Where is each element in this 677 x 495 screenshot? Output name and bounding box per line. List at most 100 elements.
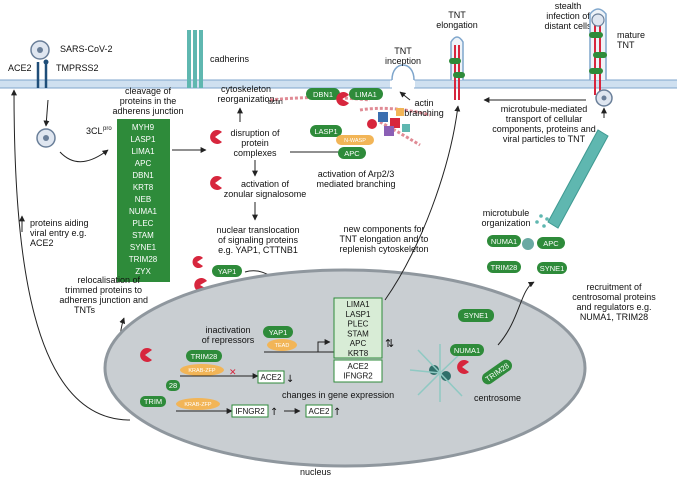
ace2-receptor-label: ACE2 [8,63,32,73]
cytoskeleton-label: cytoskeleton reorganization [217,84,274,104]
svg-text:ACE2: ACE2 [261,373,282,382]
svg-text:protein: protein [241,138,269,148]
svg-text:TNT: TNT [448,10,466,20]
svg-text:NUMA1: NUMA1 [454,346,480,355]
gene-item: NEB [135,195,151,204]
protein-list-box [117,119,170,282]
svg-text:TNT: TNT [394,46,412,56]
mature-tnt-label: mature TNT [617,30,645,50]
gene-item: MYH9 [132,123,155,132]
transported-virus-icon [595,89,613,107]
svg-text:NUMA1, TRIM28: NUMA1, TRIM28 [580,312,648,322]
svg-text:actin: actin [414,98,433,108]
svg-text:proteins aiding: proteins aiding [30,218,89,228]
protease-pacman-icon-3 [210,176,222,191]
actin-label: actin [268,99,283,106]
actin-branching-label: actin branching [404,98,444,118]
nuclear-gene-list-2-box [333,359,383,383]
gene-item: APC [135,159,152,168]
svg-text:zonular signalosome: zonular signalosome [224,189,307,199]
svg-text:TNTs: TNTs [74,305,95,315]
svg-text:organization: organization [481,218,530,228]
mt-org-label: microtubule organization [481,208,530,228]
svg-text:KRAB-ZFP: KRAB-ZFP [184,402,212,408]
krab-complex-2: KRAB-ZFP [176,398,228,412]
svg-text:proteins in the: proteins in the [120,96,177,106]
svg-text:IFNGR2: IFNGR2 [235,407,265,416]
gene-item: SYNE1 [130,243,157,252]
svg-text:viral entry e.g.: viral entry e.g. [30,228,87,238]
relocalisation-label: relocalisation of trimmed proteins to ad… [59,275,148,315]
svg-text:KRAB-ZFP: KRAB-ZFP [188,368,216,374]
dbn1-lima1: DBN1 LIMA1 [306,88,383,107]
arp-activation-label: activation of Arp2/3 mediated branching [316,169,395,189]
svg-text:disruption of: disruption of [230,128,280,138]
svg-text:components, proteins and: components, proteins and [492,124,596,134]
svg-text:TNT elongation and to: TNT elongation and to [340,234,429,244]
cell-membrane [0,64,677,89]
svg-text:LASP1: LASP1 [314,127,337,136]
gene-item: IFNGR2 [343,372,373,381]
svg-text:microtubule-mediated: microtubule-mediated [501,104,588,114]
ifngr2-gene-box: IFNGR2 [231,404,269,418]
entry-arrow [43,99,50,127]
svg-text:new components for: new components for [343,224,424,234]
protease-pacman-icon-4 [140,348,152,362]
svg-text:NUMA1: NUMA1 [491,237,517,246]
svg-text:N-WASP: N-WASP [344,138,366,144]
receptor-icon [36,59,49,88]
svg-text:TRIM: TRIM [144,397,162,406]
yap1-tead-complex: YAP1 TEAD [263,326,340,353]
stealth-label: stealth infection of distant cells [544,1,592,31]
nucleus-label: nucleus [300,467,332,477]
svg-text:APC: APC [543,239,559,248]
svg-text:stealth: stealth [555,1,582,11]
svg-text:pro: pro [103,126,112,132]
svg-text:activation of: activation of [241,179,290,189]
svg-text:relocalisation of: relocalisation of [77,275,140,285]
svg-text:of repressors: of repressors [202,335,255,345]
gene-item: APC [350,339,367,348]
svg-text:replenish cytoskeleton: replenish cytoskeleton [339,244,428,254]
centrosome-icon [409,344,463,402]
new-components-arrow [384,105,461,301]
svg-text:reorganization: reorganization [217,94,274,104]
svg-text:mediated branching: mediated branching [316,179,395,189]
gene-item: PLEC [133,219,154,228]
arp23-complex [367,108,410,136]
ace2-return-arrow [11,89,131,421]
sars-label: SARS-CoV-2 [60,44,113,54]
svg-text:elongation: elongation [436,20,478,30]
svg-text:TEAD: TEAD [275,343,290,349]
transcription-arrow [317,339,331,352]
up-arrow-glyph-2: ↑ [333,407,341,418]
tnt-inception-label: TNT inception [385,46,421,66]
gene-item: KRT8 [348,349,369,358]
protease-pacman-icon-2 [210,130,222,145]
gene-item: TRIM28 [129,255,158,264]
recruitment-label: recruitment of centrosomal proteins and … [572,282,656,322]
protease-arrow [59,149,109,163]
svg-text:microtubule: microtubule [483,208,530,218]
inactivation-label: inactivation of repressors [202,325,255,345]
svg-text:complexes: complexes [233,148,277,158]
svg-text:inception: inception [385,56,421,66]
gene-item: DBN1 [132,171,154,180]
tnt-elongation [449,36,465,100]
svg-text:cleavage of: cleavage of [125,86,172,96]
gene-item: ZYX [135,267,151,276]
trim-split: TRIM 28 [140,380,180,407]
cadherin-icon [187,30,203,88]
svg-text:of signaling proteins: of signaling proteins [218,235,299,245]
up-arrow-glyph: ↑ [270,407,278,418]
svg-text:3CL: 3CL [86,126,103,136]
disruption-label: disruption of protein complexes [230,128,280,158]
svg-text:28: 28 [169,381,177,390]
gene-item: ACE2 [348,362,369,371]
svg-text:centrosomal proteins: centrosomal proteins [572,292,656,302]
gene-item: STAM [347,329,369,338]
